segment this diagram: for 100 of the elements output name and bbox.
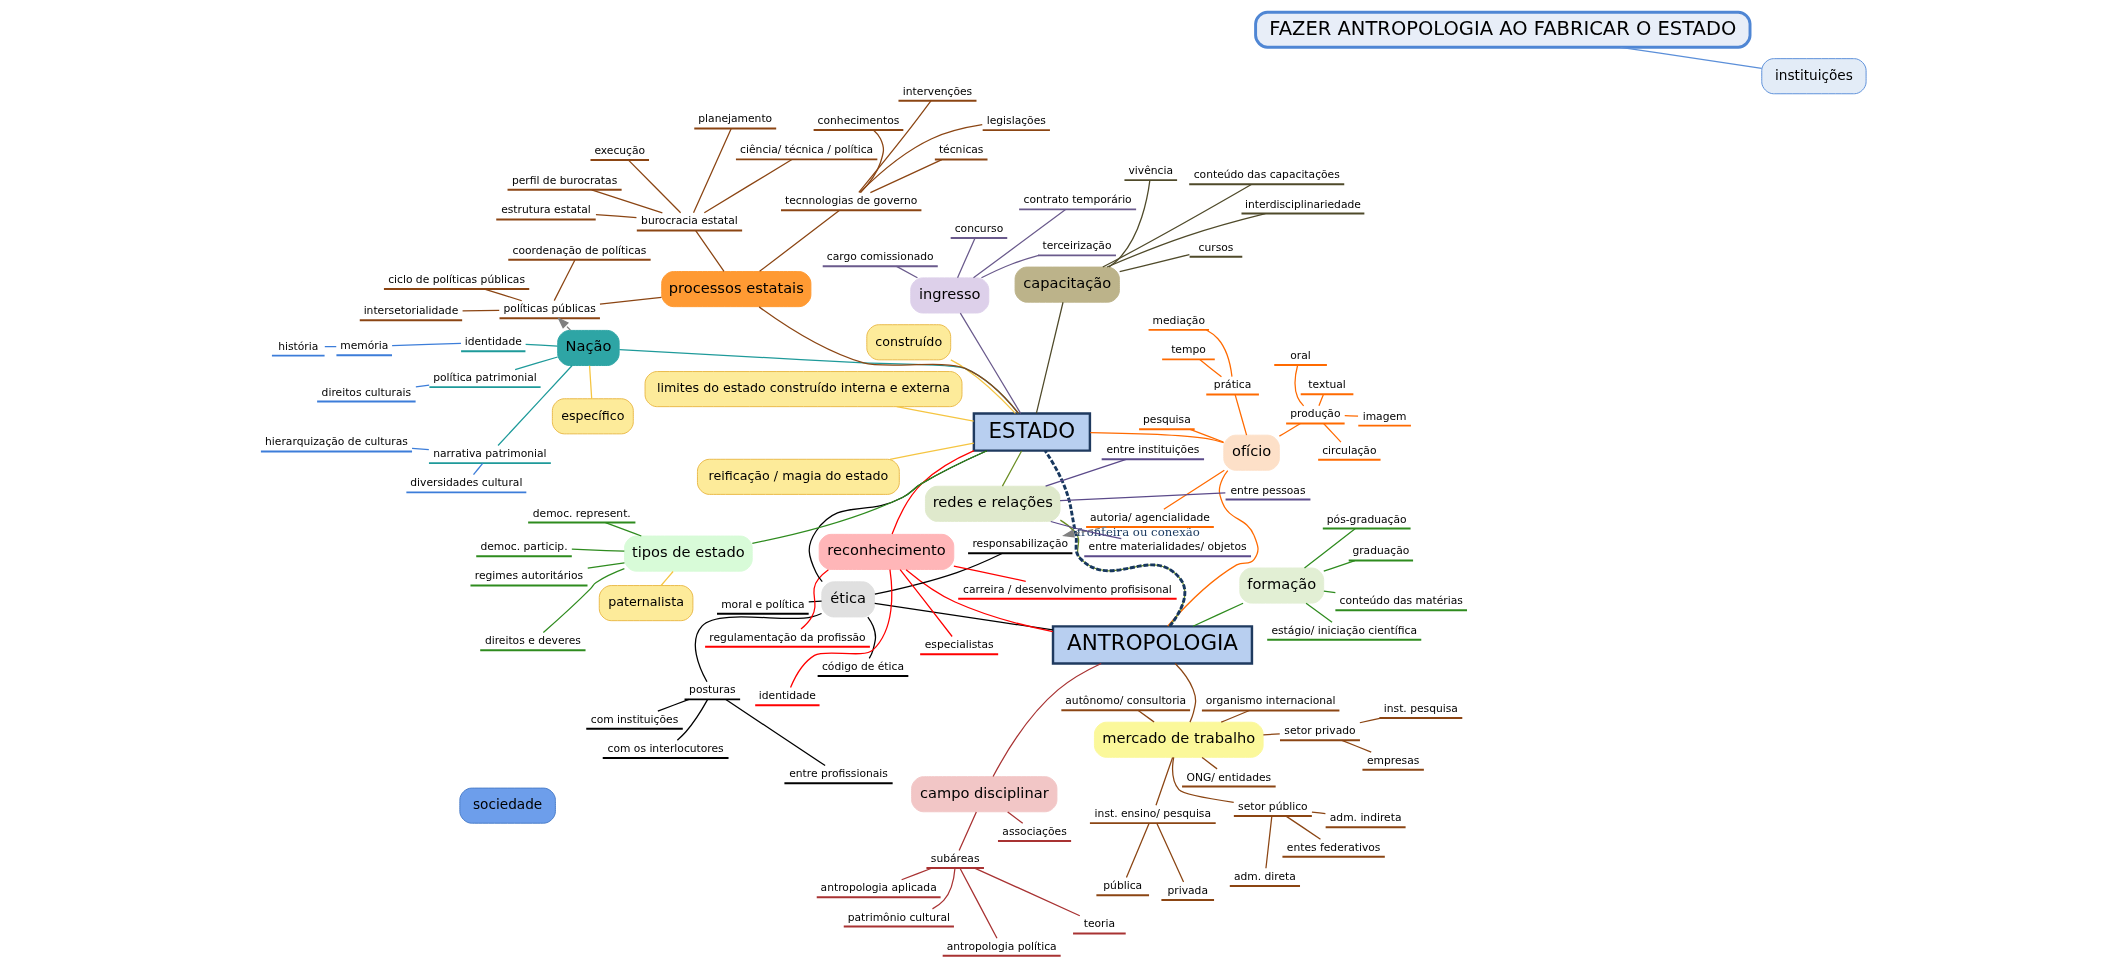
node-text: técnicas bbox=[938, 143, 983, 157]
node-box: tipos de estado bbox=[623, 535, 753, 572]
node-text: direitos e deveres bbox=[484, 634, 581, 648]
connector bbox=[660, 570, 674, 587]
connector bbox=[1166, 469, 1259, 627]
connector bbox=[1304, 602, 1333, 623]
node-text: tempo bbox=[1170, 343, 1206, 357]
node-text: execução bbox=[593, 143, 645, 157]
node-box: limites do estado construído interna e externa bbox=[644, 371, 962, 408]
node-text: burocracia estatal bbox=[640, 214, 738, 228]
node-text: oral bbox=[1289, 348, 1311, 362]
connector bbox=[588, 365, 592, 400]
connector bbox=[1284, 815, 1321, 840]
connector bbox=[1043, 449, 1186, 628]
node-text: conhecimentos bbox=[817, 114, 899, 128]
node-text: ciência/ técnica / política bbox=[739, 143, 873, 157]
connector bbox=[1118, 253, 1190, 273]
node-text: entre materialidades/ objetos bbox=[1088, 540, 1247, 554]
node-text: terceirização bbox=[1041, 239, 1111, 253]
node-box: capacitação bbox=[1014, 266, 1120, 303]
connector bbox=[1205, 329, 1233, 378]
connector bbox=[1322, 559, 1355, 572]
node-text: cargo comissionado bbox=[826, 250, 934, 264]
node-text: carreira / desenvolvimento profisisonal bbox=[962, 582, 1172, 596]
connector bbox=[586, 562, 625, 569]
node-box: processos estatais bbox=[660, 271, 811, 308]
connector bbox=[472, 462, 483, 476]
node-box: ESTADO bbox=[972, 412, 1091, 452]
node-text: especialistas bbox=[924, 638, 994, 652]
node-box: sociedade bbox=[458, 787, 556, 824]
node-text: políticas públicas bbox=[503, 302, 596, 316]
connector bbox=[604, 522, 642, 537]
node-text: contrato temporário bbox=[1023, 193, 1132, 207]
node-box: ética bbox=[820, 581, 875, 618]
node-box: formação bbox=[1238, 567, 1324, 604]
node-text: política patrimonial bbox=[432, 371, 537, 385]
connector bbox=[1162, 469, 1225, 510]
node-text: empresas bbox=[1366, 753, 1419, 767]
node-text: teoria bbox=[1083, 917, 1115, 931]
connector bbox=[949, 359, 1016, 414]
node-text: inst. pesquisa bbox=[1383, 702, 1458, 716]
node-text: patrimônio cultural bbox=[847, 910, 950, 924]
connector bbox=[627, 159, 681, 214]
node-text: memória bbox=[339, 339, 388, 353]
node-text: com instituições bbox=[590, 712, 678, 726]
node-text: entes federativos bbox=[1286, 840, 1380, 854]
connector bbox=[1264, 815, 1272, 869]
connector bbox=[931, 867, 956, 910]
node-text: concurso bbox=[954, 221, 1003, 235]
node-text: intersetorialidade bbox=[363, 304, 458, 318]
connector bbox=[553, 259, 576, 302]
connector bbox=[1035, 301, 1064, 415]
connector bbox=[1171, 756, 1234, 803]
connector bbox=[410, 447, 429, 451]
node-text: interdisciplinariedade bbox=[1244, 197, 1361, 211]
node-text: com os interlocutores bbox=[607, 742, 724, 755]
node-text: democ. particip. bbox=[479, 540, 568, 554]
connector bbox=[676, 699, 708, 741]
node-box: Nação bbox=[556, 329, 620, 366]
connector bbox=[483, 288, 522, 302]
node-text: subáreas bbox=[930, 851, 980, 865]
connector bbox=[888, 442, 974, 460]
node-text: história bbox=[277, 339, 318, 353]
node-text: coordenação de políticas bbox=[512, 243, 646, 257]
connector bbox=[1189, 428, 1224, 443]
connector bbox=[1340, 739, 1372, 753]
connector bbox=[973, 867, 1080, 917]
node-text: setor público bbox=[1237, 800, 1308, 813]
node-text: entre pessoas bbox=[1229, 483, 1306, 497]
node-text: vivência bbox=[1128, 164, 1173, 178]
connector bbox=[869, 158, 942, 194]
node-box: reconhecimento bbox=[818, 533, 954, 570]
connector bbox=[524, 343, 558, 347]
connector bbox=[1136, 709, 1155, 723]
connector bbox=[991, 662, 1102, 778]
node-text: estrutura estatal bbox=[500, 203, 591, 217]
node-box: campo disciplinar bbox=[910, 776, 1057, 813]
node-text: produção bbox=[1289, 407, 1340, 421]
node-text: textual bbox=[1307, 378, 1346, 392]
node-text: conteúdo das matérias bbox=[1339, 594, 1463, 608]
node-text: adm. direta bbox=[1233, 870, 1296, 883]
connector bbox=[1044, 458, 1127, 487]
connector bbox=[958, 811, 977, 852]
connector bbox=[1105, 213, 1266, 268]
node-text: ciclo de políticas públicas bbox=[387, 273, 525, 287]
connector bbox=[980, 254, 1039, 279]
connector bbox=[1198, 358, 1222, 378]
connector bbox=[859, 129, 884, 194]
connector bbox=[1310, 811, 1326, 815]
connector bbox=[1174, 662, 1196, 723]
node-text: regulamentação da profissão bbox=[708, 630, 866, 644]
arrow bbox=[556, 317, 571, 331]
connector bbox=[390, 342, 462, 347]
connector bbox=[1303, 528, 1356, 569]
node-text: adm. indireta bbox=[1329, 811, 1401, 825]
node-box: instituições bbox=[1760, 58, 1867, 95]
node-text: autoria/ agencialidade bbox=[1089, 510, 1210, 524]
connector bbox=[899, 568, 953, 638]
node-text: autônomo/ consultoria bbox=[1064, 694, 1186, 708]
node-text: diversidades cultural bbox=[409, 476, 522, 490]
